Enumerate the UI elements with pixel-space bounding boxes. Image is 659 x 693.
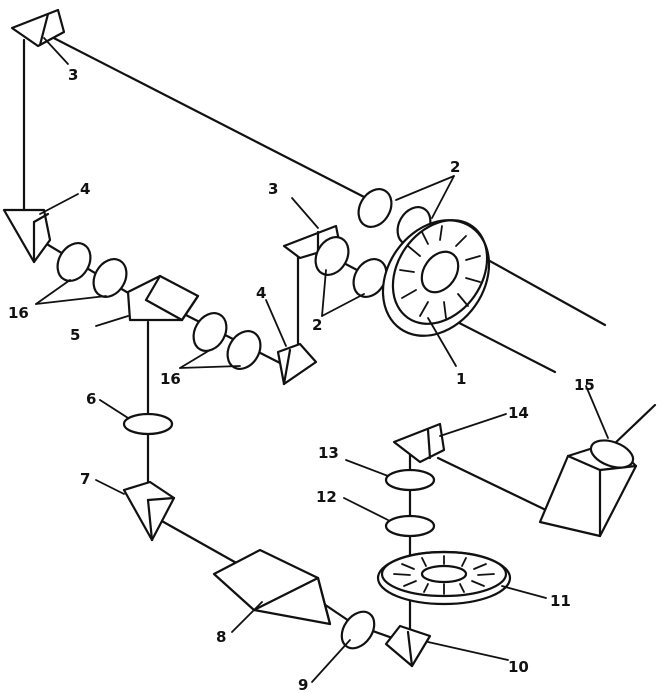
label-3-middle: 3	[268, 180, 278, 198]
label-12: 12	[316, 488, 337, 506]
beam-prism14-to-block15	[436, 456, 552, 514]
lens-12	[384, 514, 436, 538]
beam-prism4-to-prism5	[38, 238, 142, 302]
label-6: 6	[86, 390, 96, 408]
prism-5-beamsplitter	[126, 274, 200, 322]
prism-14	[392, 422, 446, 464]
label-15: 15	[574, 376, 595, 394]
label-2-middle: 2	[312, 316, 322, 334]
prism-3-top	[10, 8, 66, 48]
label-5: 5	[70, 326, 80, 344]
beam-lines	[22, 30, 657, 642]
label-1: 1	[456, 370, 466, 388]
lens-pair-16-left	[56, 242, 128, 298]
lens-13	[384, 468, 436, 492]
label-9: 9	[298, 676, 308, 693]
label-10: 10	[508, 658, 529, 676]
labels: 3 2 3 4 16 5 2 4 16 1 15 6 14 13 7 12 11…	[8, 66, 595, 693]
label-8: 8	[216, 628, 226, 646]
label-16-middle: 16	[160, 370, 181, 388]
block-15	[538, 439, 638, 538]
label-16-left: 16	[8, 304, 29, 322]
beam-prism7-to-prism8	[158, 518, 242, 567]
disk-1	[381, 219, 491, 337]
disk-11-slots	[393, 555, 495, 595]
prism-8	[212, 548, 332, 626]
beam-disk1-out-upper	[468, 248, 607, 327]
prism-10	[384, 624, 432, 668]
disk-11	[376, 550, 512, 606]
lens-pair-2-middle	[314, 236, 388, 298]
label-7: 7	[80, 470, 90, 488]
label-11: 11	[550, 592, 571, 610]
label-4-left: 4	[80, 180, 90, 198]
lens-9	[340, 610, 376, 650]
prism-7	[122, 480, 176, 542]
label-4-middle: 4	[256, 284, 266, 302]
prism-4-left	[2, 208, 52, 264]
label-3-top: 3	[68, 66, 78, 84]
label-2-upper: 2	[450, 158, 460, 176]
label-14: 14	[508, 404, 529, 422]
disk-1-slots	[399, 225, 481, 319]
beam-block15-out	[610, 403, 657, 448]
lens-6	[122, 412, 174, 436]
beam-prism5-to-prism4b	[178, 310, 284, 366]
beam-prism3-to-lens2	[40, 30, 372, 202]
prism-4-middle	[276, 342, 318, 386]
label-13: 13	[318, 444, 339, 462]
lens-15	[589, 439, 635, 469]
lens-pair-16-middle	[192, 312, 262, 370]
leader-lines	[35, 37, 609, 683]
